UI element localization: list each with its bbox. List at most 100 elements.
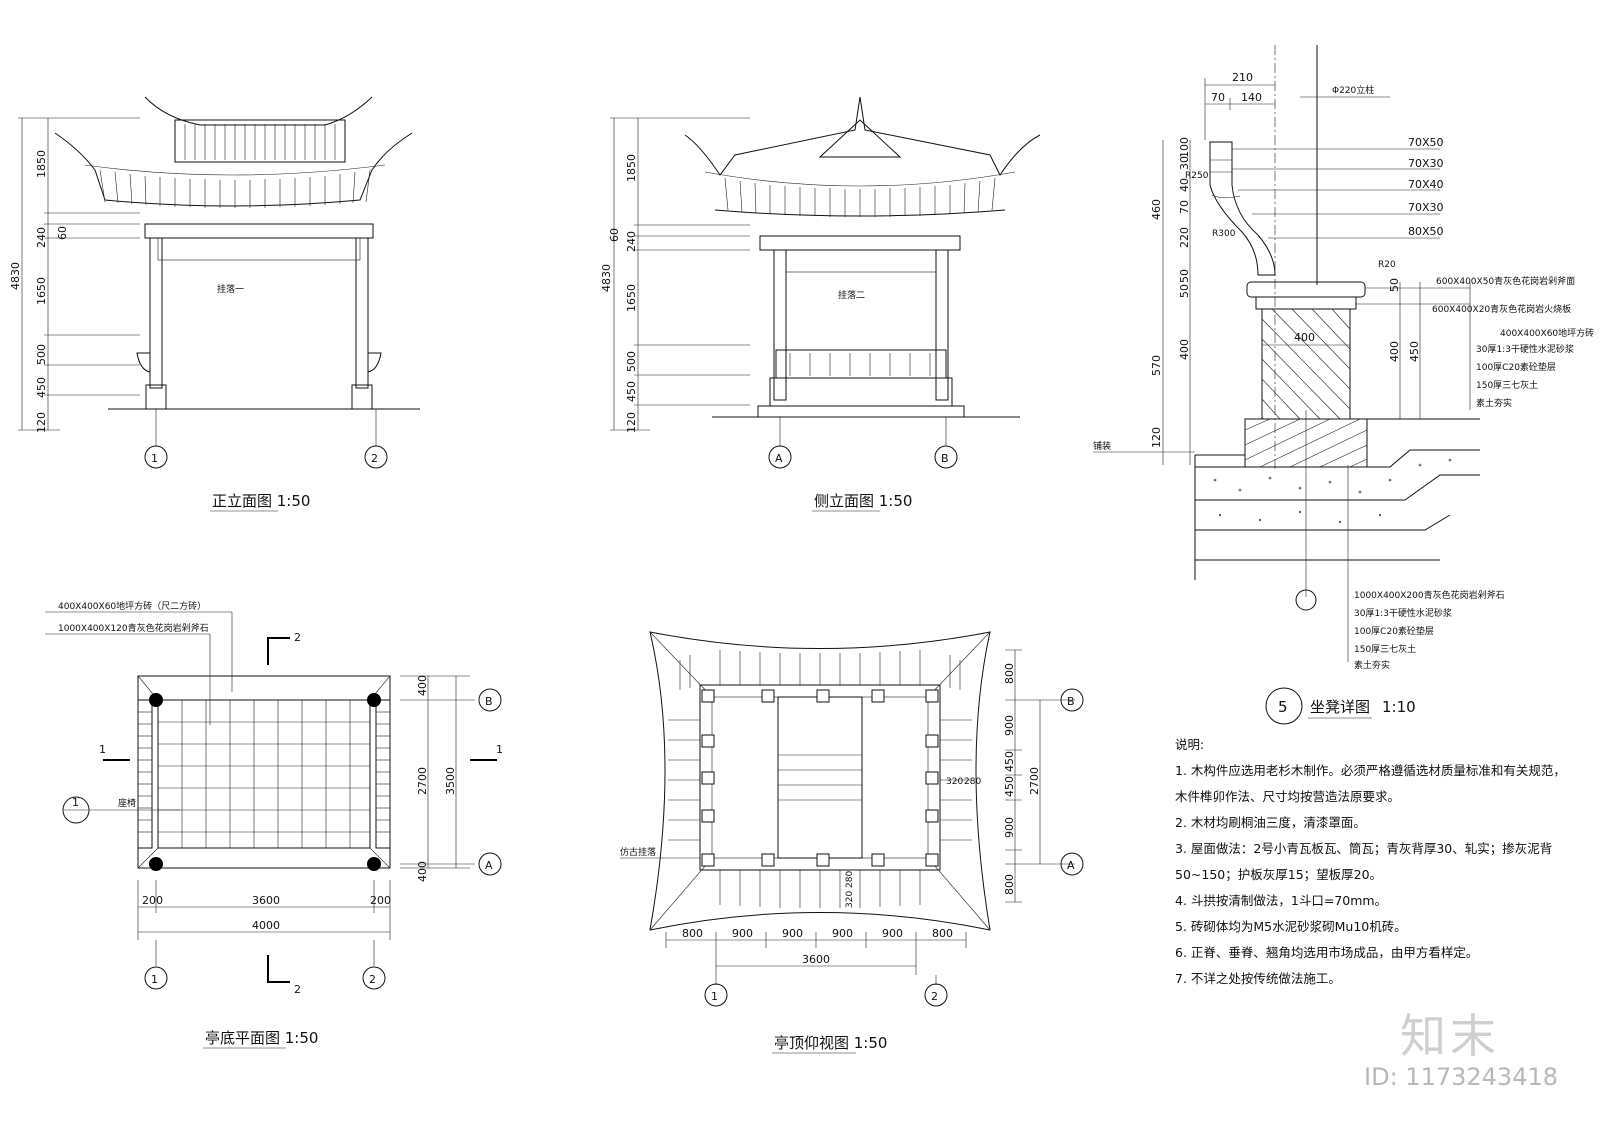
- svg-text:240: 240: [625, 231, 638, 252]
- svg-text:50: 50: [1388, 278, 1401, 292]
- svg-text:1: 1: [711, 990, 718, 1003]
- watermark-id: ID: 1173243418: [1364, 1063, 1558, 1091]
- svg-text:320: 320: [845, 891, 855, 908]
- svg-text:1: 1: [151, 973, 158, 986]
- svg-text:3600: 3600: [802, 953, 830, 966]
- svg-text:450: 450: [625, 381, 638, 402]
- floor-plan-title: 亭底平面图 1:50: [205, 1029, 318, 1047]
- svg-text:R300: R300: [1212, 229, 1236, 239]
- svg-text:R20: R20: [1378, 260, 1396, 270]
- svg-text:30厚1:3干硬性水泥砂浆: 30厚1:3干硬性水泥砂浆: [1476, 343, 1574, 355]
- svg-text:1650: 1650: [35, 277, 48, 305]
- svg-text:1: 1: [496, 743, 503, 756]
- seat-top-labels: 600X400X50青灰色花岗岩剁斧面 600X400X20青灰色花岗岩火烧板 …: [1432, 275, 1600, 409]
- svg-text:400: 400: [416, 675, 429, 696]
- svg-text:210: 210: [1232, 71, 1253, 84]
- svg-text:4000: 4000: [252, 919, 280, 932]
- front-vertical-dims: 1850 60 240 1650 500 450 120 4830: [9, 150, 69, 433]
- svg-text:320: 320: [946, 777, 963, 787]
- plan-label-1: 400X400X60地坪方砖（尺二方砖）: [58, 600, 206, 612]
- svg-text:600X400X50青灰色花岗岩剁斧面: 600X400X50青灰色花岗岩剁斧面: [1436, 275, 1575, 287]
- note-item: 3. 屋面做法：2号小青瓦板瓦、筒瓦；青灰背厚30、轧实；掺灰泥背50~150；…: [1175, 841, 1553, 882]
- ground-label: 铺装: [1093, 440, 1111, 452]
- detail-number: 5: [1278, 698, 1288, 716]
- svg-text:2700: 2700: [1028, 767, 1041, 795]
- svg-text:A: A: [1067, 859, 1075, 872]
- column-label: Φ220立柱: [1332, 84, 1374, 96]
- svg-text:40: 40: [1178, 178, 1191, 192]
- svg-text:30: 30: [1178, 156, 1191, 170]
- svg-text:1: 1: [99, 743, 106, 756]
- side-tag: 挂落二: [838, 289, 865, 301]
- note-item: 5. 砖砌体均为M5水泥砂浆砌Mu10机砖。: [1175, 919, 1407, 934]
- svg-text:600X400X20青灰色花岗岩火烧板: 600X400X20青灰色花岗岩火烧板: [1432, 303, 1571, 315]
- svg-text:280: 280: [845, 871, 855, 888]
- note-item: 7. 不详之处按传统做法施工。: [1175, 971, 1341, 986]
- svg-text:50: 50: [1178, 269, 1191, 283]
- side-elevation-title: 侧立面图 1:50: [814, 492, 912, 510]
- svg-text:460: 460: [1150, 199, 1163, 220]
- svg-text:素土夯实: 素土夯实: [1354, 659, 1390, 671]
- svg-text:1:10: 1:10: [1382, 698, 1416, 716]
- svg-text:500: 500: [625, 351, 638, 372]
- plan-label-2: 1000X400X120青灰色花岗岩剁斧石: [58, 622, 209, 634]
- svg-text:70: 70: [1211, 91, 1225, 104]
- roof-bottom-dims: 800 900 900 900 900 800 3600: [682, 927, 953, 966]
- svg-text:450: 450: [1003, 751, 1016, 772]
- svg-text:A: A: [485, 859, 493, 872]
- svg-text:800: 800: [932, 927, 953, 940]
- svg-text:900: 900: [732, 927, 753, 940]
- svg-text:4830: 4830: [9, 262, 22, 290]
- svg-text:1000X400X200青灰色花岗岩剁斧石: 1000X400X200青灰色花岗岩剁斧石: [1354, 589, 1505, 601]
- svg-text:70X50: 70X50: [1408, 136, 1444, 149]
- svg-text:200: 200: [142, 894, 163, 907]
- svg-text:2700: 2700: [416, 767, 429, 795]
- seat-vertical-dims: 100 30 40 70 220 460 50 50 400 570 120: [1150, 137, 1191, 448]
- svg-text:200: 200: [370, 894, 391, 907]
- roof-side-label: 仿古挂落: [620, 846, 656, 858]
- svg-text:70X30: 70X30: [1408, 157, 1444, 170]
- svg-text:素土夯实: 素土夯实: [1476, 397, 1512, 409]
- svg-text:450: 450: [35, 377, 48, 398]
- svg-text:400: 400: [1388, 341, 1401, 362]
- svg-text:2: 2: [369, 973, 376, 986]
- svg-text:3600: 3600: [252, 894, 280, 907]
- svg-text:400: 400: [1178, 339, 1191, 360]
- watermark-logo: 知末: [1400, 1009, 1500, 1063]
- svg-text:2: 2: [294, 983, 301, 996]
- svg-text:120: 120: [625, 412, 638, 433]
- note-item: 4. 斗拱按清制做法，1斗口=70mm。: [1175, 893, 1388, 908]
- svg-text:60: 60: [56, 226, 69, 240]
- svg-text:1: 1: [72, 796, 79, 809]
- svg-text:900: 900: [882, 927, 903, 940]
- note-item: 6. 正脊、垂脊、翘角均选用市场成品，由甲方看样定。: [1175, 945, 1479, 960]
- svg-text:900: 900: [1003, 715, 1016, 736]
- svg-text:2: 2: [931, 990, 938, 1003]
- svg-text:1850: 1850: [35, 150, 48, 178]
- svg-text:280: 280: [964, 777, 981, 787]
- svg-text:900: 900: [832, 927, 853, 940]
- svg-text:140: 140: [1241, 91, 1262, 104]
- axis-2: 2: [371, 452, 378, 465]
- svg-text:150厚三七灰土: 150厚三七灰土: [1476, 379, 1538, 391]
- svg-text:2: 2: [294, 631, 301, 644]
- notes-heading: 说明:: [1175, 737, 1205, 752]
- svg-text:450: 450: [1003, 776, 1016, 797]
- svg-text:800: 800: [682, 927, 703, 940]
- note-item: 1. 木构件应选用老杉木制作。必须严格遵循选材质量标准和有关规范，木件榫卯作法、…: [1175, 763, 1566, 804]
- svg-text:500: 500: [35, 344, 48, 365]
- front-tag: 挂落一: [217, 283, 244, 295]
- front-elevation: 挂落一 1850 60 240 1650 500 450 120 4830 1 …: [9, 96, 420, 512]
- seat-detail-title: 坐凳详图: [1310, 698, 1370, 716]
- roof-plan-title: 亭顶仰视图 1:50: [774, 1034, 887, 1052]
- svg-text:400X400X60地坪方砖（: 400X400X60地坪方砖（: [1500, 327, 1600, 339]
- svg-text:3500: 3500: [444, 767, 457, 795]
- general-notes: 说明: 1. 木构件应选用老杉木制作。必须严格遵循选材质量标准和有关规范，木件榫…: [1175, 732, 1575, 992]
- svg-text:900: 900: [1003, 817, 1016, 838]
- svg-text:1650: 1650: [625, 284, 638, 312]
- svg-text:570: 570: [1150, 355, 1163, 376]
- svg-text:50: 50: [1178, 284, 1191, 298]
- svg-text:220: 220: [1178, 227, 1191, 248]
- svg-text:80X50: 80X50: [1408, 225, 1444, 238]
- roof-plan: 仿古挂落 320 280 320 280 800 900 900 900 900…: [620, 631, 1084, 1054]
